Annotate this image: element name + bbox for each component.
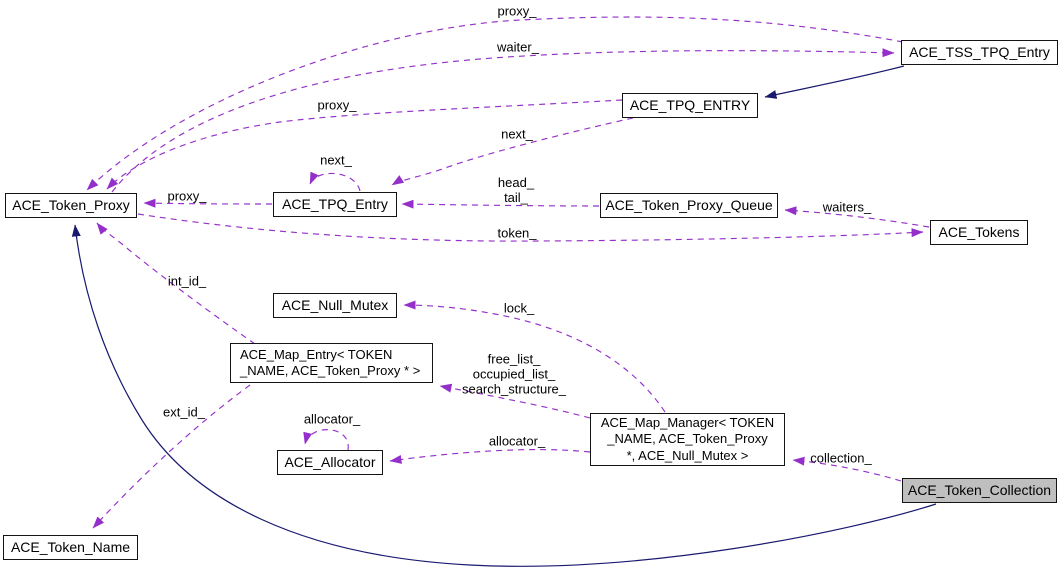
node-ace-tpq-ENTRY[interactable]: ACE_TPQ_ENTRY [622, 93, 758, 118]
edge-allocator-to-ace-allocator [389, 449, 591, 464]
edge-proxy-from-tpq-entry-to-token-proxy [143, 198, 273, 208]
node-ace-token-collection[interactable]: ACE_Token_Collection [902, 478, 1057, 503]
edge-ext-id-to-token-name [92, 384, 251, 529]
edge-token-to-ace-tokens [137, 213, 924, 242]
node-ace-token-proxy-queue[interactable]: ACE_Token_Proxy_Queue [600, 193, 778, 218]
edge-next-self-loop-tpq-entry [309, 171, 361, 192]
edge-next-from-tpq-ENTRY-to-tpq-entry [391, 117, 634, 186]
edge-collection-to-map-manager [792, 456, 902, 482]
node-ace-tokens[interactable]: ACE_Tokens [930, 220, 1028, 245]
node-ace-map-entry[interactable]: ACE_Map_Entry< TOKEN _NAME, ACE_Token_Pr… [230, 343, 433, 383]
node-ace-null-mutex[interactable]: ACE_Null_Mutex [273, 293, 397, 318]
edge-allocator-self-loop [303, 429, 349, 451]
edge-inheritance-tss-to-tpq-ENTRY [764, 65, 905, 99]
edge-lock-to-null-mutex [403, 300, 666, 413]
edge-waiters-to-token-proxy-queue [784, 206, 930, 228]
node-ace-tss-tpq-entry[interactable]: ACE_TSS_TPQ_Entry [901, 40, 1058, 65]
edge-proxy-from-tss-to-token-proxy [86, 16, 904, 191]
node-ace-token-proxy[interactable]: ACE_Token_Proxy [5, 193, 137, 218]
node-ace-allocator[interactable]: ACE_Allocator [277, 450, 383, 475]
edge-inheritance-collection-to-token-proxy [71, 224, 937, 567]
edge-waiter-to-tss-tpq-entry [111, 48, 895, 193]
edge-int-id-to-token-proxy [96, 222, 256, 345]
edge-free-list-to-map-entry [439, 383, 591, 419]
node-ace-map-manager[interactable]: ACE_Map_Manager< TOKEN _NAME, ACE_Token_… [590, 413, 785, 466]
edge-proxy-from-tpq-ENTRY-to-token-proxy [106, 99, 623, 190]
edge-head-tail-to-tpq-entry [401, 199, 600, 209]
node-ace-tpq-entry[interactable]: ACE_TPQ_Entry [273, 192, 397, 217]
node-ace-token-name[interactable]: ACE_Token_Name [3, 535, 138, 560]
